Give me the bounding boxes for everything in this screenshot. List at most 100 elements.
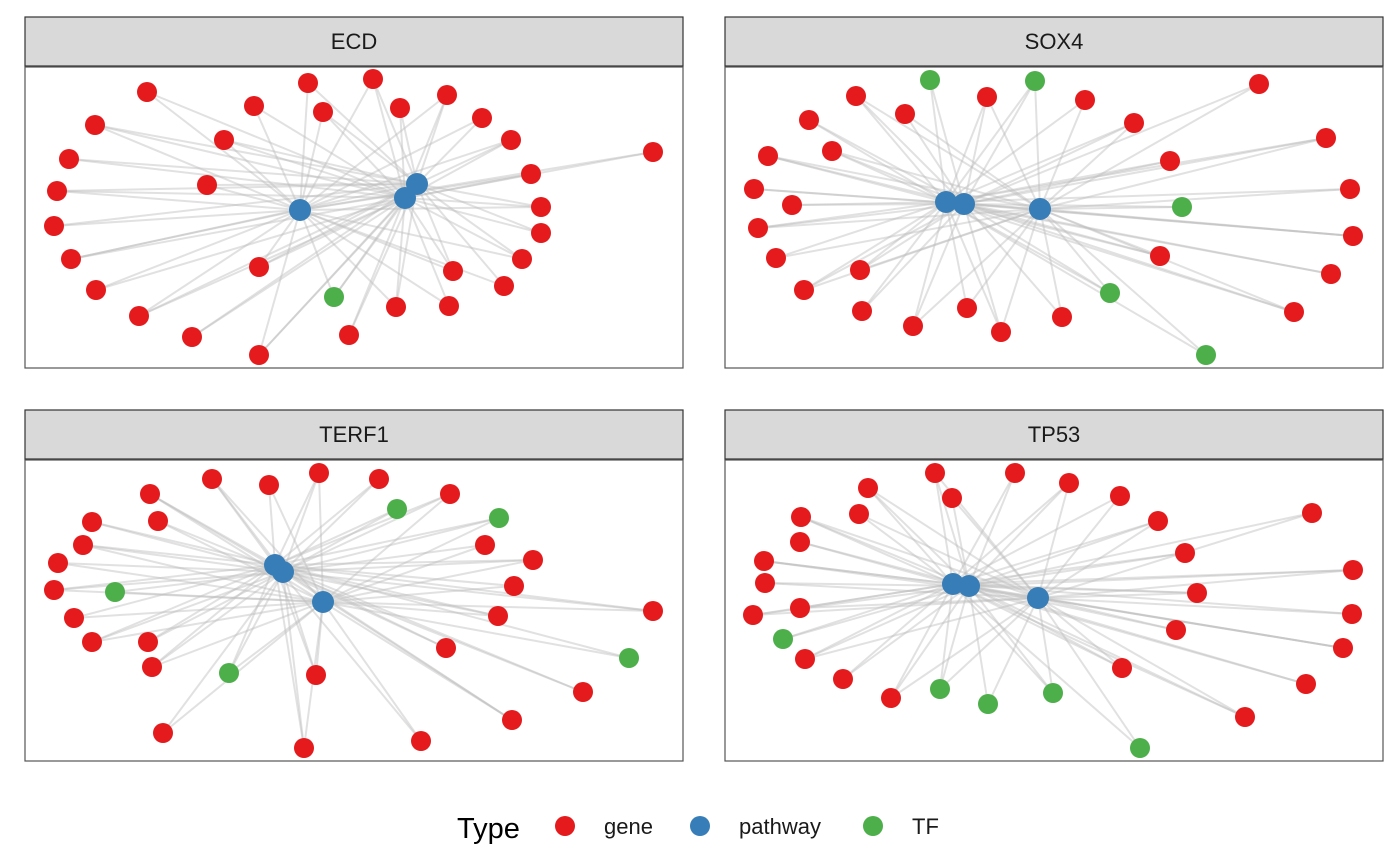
edge <box>952 495 1121 585</box>
edge <box>82 544 276 566</box>
edge <box>299 82 309 211</box>
edge <box>859 201 947 271</box>
edge <box>348 197 406 336</box>
edge <box>963 203 1295 313</box>
edge <box>951 497 970 587</box>
edge <box>1037 597 1246 718</box>
edge <box>322 601 630 659</box>
edge <box>348 183 418 336</box>
gene-node <box>249 345 269 365</box>
edge <box>56 190 301 211</box>
edge <box>939 585 970 690</box>
edge <box>91 564 276 643</box>
edge <box>987 597 1039 705</box>
edge <box>1039 208 1161 257</box>
gene-node <box>881 688 901 708</box>
edge <box>799 541 970 587</box>
gene-node <box>142 657 162 677</box>
gene-node <box>1333 638 1353 658</box>
gene-node <box>755 573 775 593</box>
edge <box>416 183 454 272</box>
legend-label-pathway: pathway <box>739 814 821 839</box>
gene-node <box>259 475 279 495</box>
edge <box>782 585 970 640</box>
edge <box>274 564 515 587</box>
gene-node <box>1340 179 1360 199</box>
gene-node <box>44 216 64 236</box>
edge <box>939 597 1039 690</box>
edge <box>95 197 406 291</box>
strip-title-sox4: SOX4 <box>1025 29 1084 54</box>
edge <box>274 508 398 566</box>
gene-node <box>822 141 842 161</box>
edge <box>53 209 301 227</box>
gene-node <box>849 504 869 524</box>
edge <box>952 472 1016 585</box>
gene-node <box>925 463 945 483</box>
edge <box>929 79 947 203</box>
tf-node <box>324 287 344 307</box>
edge <box>912 208 1041 327</box>
edge <box>963 203 1183 208</box>
gene-node <box>1148 511 1168 531</box>
gene-node <box>475 535 495 555</box>
edge <box>1039 208 1354 237</box>
edge <box>968 552 1186 587</box>
gene-node <box>1166 620 1186 640</box>
edge <box>764 582 970 587</box>
edge <box>855 95 1041 210</box>
gene-node <box>1052 307 1072 327</box>
gene-node <box>1175 543 1195 563</box>
edge <box>1039 83 1260 210</box>
gene-node <box>1343 560 1363 580</box>
pathway-node <box>942 573 964 595</box>
edge <box>68 158 406 199</box>
edge <box>858 513 954 585</box>
edge <box>912 201 947 327</box>
edge <box>94 124 418 185</box>
edge <box>1039 206 1183 210</box>
edge <box>968 585 1177 631</box>
edge <box>268 484 324 603</box>
edge <box>94 124 301 211</box>
network-terf1 <box>44 463 663 758</box>
edge <box>963 203 1111 294</box>
edge <box>1037 597 1054 694</box>
gene-node <box>86 280 106 300</box>
tf-node <box>619 648 639 668</box>
edge <box>274 472 320 566</box>
edge <box>1037 592 1198 599</box>
gene-node <box>1150 246 1170 266</box>
edge <box>867 487 954 585</box>
gene-node <box>494 276 514 296</box>
gene-node <box>1343 226 1363 246</box>
gene-node <box>386 297 406 317</box>
gene-node <box>313 102 333 122</box>
tf-node <box>387 499 407 519</box>
gene-node <box>339 325 359 345</box>
edge <box>1037 597 1123 669</box>
gene-node <box>766 248 786 268</box>
edge <box>274 564 422 742</box>
edge <box>395 197 406 308</box>
gene-node <box>833 669 853 689</box>
gene-node <box>895 104 915 124</box>
edge <box>858 513 1039 599</box>
edge <box>945 201 968 309</box>
edge <box>404 197 542 208</box>
panel-area-tp53 <box>724 459 1384 762</box>
pathway-node <box>1029 198 1051 220</box>
tf-node <box>489 508 509 528</box>
tf-node <box>1196 345 1216 365</box>
edge <box>228 601 324 674</box>
gene-node <box>153 723 173 743</box>
edge <box>966 208 1041 309</box>
gene-node <box>903 316 923 336</box>
gene-node <box>443 261 463 281</box>
gene-node <box>47 181 67 201</box>
gene-node <box>504 576 524 596</box>
edge <box>904 113 965 205</box>
panel-area-terf1 <box>24 459 684 762</box>
gene-node <box>309 463 329 483</box>
gene-node <box>1112 658 1132 678</box>
